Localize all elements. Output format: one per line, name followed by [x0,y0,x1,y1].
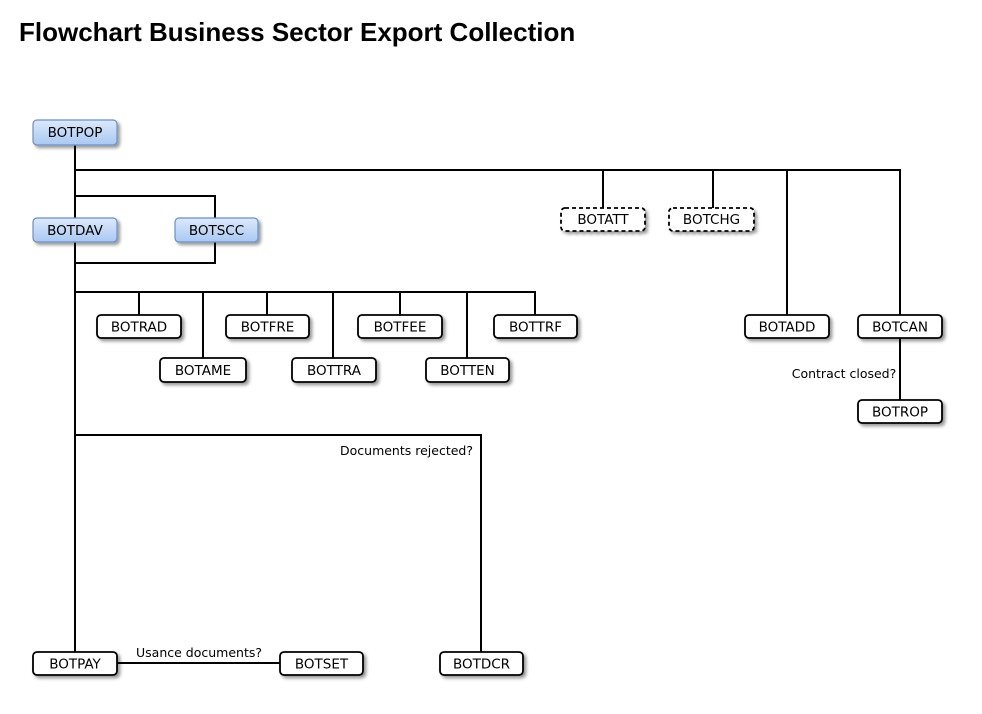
node-botpop[interactable]: BOTPOP [32,119,118,146]
node-botchg-label: BOTCHG [683,212,740,228]
note-documents-rejected: Documents rejected? [340,443,473,458]
node-botadd-label: BOTADD [759,320,816,336]
node-botdav-label: BOTDAV [47,223,103,239]
page-title: Flowchart Business Sector Export Collect… [19,17,576,47]
node-botfee[interactable]: BOTFEE [357,314,443,339]
node-botatt-label: BOTATT [577,212,629,228]
node-botatt[interactable]: BOTATT [560,207,646,232]
node-botrad-label: BOTRAD [111,320,167,336]
node-botpay-label: BOTPAY [49,657,101,673]
node-botfee-label: BOTFEE [374,320,427,336]
node-botdav[interactable]: BOTDAV [32,217,118,243]
node-botame[interactable]: BOTAME [159,357,247,383]
node-botame-label: BOTAME [175,363,231,379]
node-bottra-label: BOTTRA [307,363,362,379]
node-botfre-label: BOTFRE [241,320,295,336]
note-usance-documents: Usance documents? [136,645,262,660]
node-botrad[interactable]: BOTRAD [96,314,182,339]
node-bottrf-label: BOTTRF [509,320,562,336]
node-botset-label: BOTSET [295,657,349,673]
node-botadd[interactable]: BOTADD [744,314,830,339]
node-botpop-label: BOTPOP [48,125,103,141]
node-botten-label: BOTTEN [440,363,495,379]
node-botchg[interactable]: BOTCHG [668,207,755,232]
node-botcan-label: BOTCAN [872,320,928,336]
node-botcan[interactable]: BOTCAN [857,314,943,339]
node-botset[interactable]: BOTSET [279,651,364,676]
note-contract-closed: Contract closed? [792,366,897,381]
node-botrop[interactable]: BOTROP [857,399,943,424]
node-bottrf[interactable]: BOTTRF [493,314,578,339]
node-botscc[interactable]: BOTSCC [174,217,259,243]
node-botdcr-label: BOTDCR [453,657,510,673]
node-botdcr[interactable]: BOTDCR [439,651,524,676]
node-botpay[interactable]: BOTPAY [32,651,118,676]
node-botten[interactable]: BOTTEN [425,357,510,383]
node-botscc-label: BOTSCC [189,223,244,239]
connector-lines [74,144,901,664]
node-bottra[interactable]: BOTTRA [291,357,377,383]
node-botrop-label: BOTROP [872,405,928,421]
node-botfre[interactable]: BOTFRE [225,314,310,339]
